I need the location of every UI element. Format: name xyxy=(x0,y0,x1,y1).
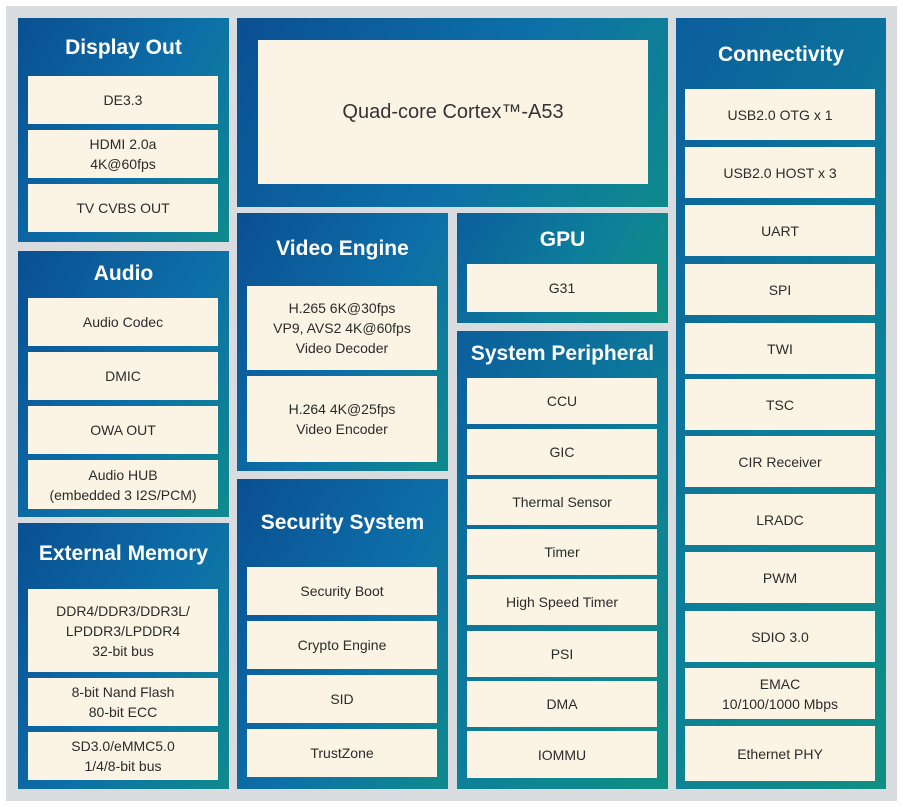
audio-item: Audio HUB (embedded 3 I2S/PCM) xyxy=(28,460,218,509)
system-peripheral-item: CCU xyxy=(467,378,657,424)
connectivity-block: Connectivity USB2.0 OTG x 1 USB2.0 HOST … xyxy=(676,18,886,789)
audio-item: OWA OUT xyxy=(28,406,218,454)
system-peripheral-title: System Peripheral xyxy=(470,342,655,365)
video-engine-item: H.265 6K@30fps VP9, AVS2 4K@60fps Video … xyxy=(247,286,437,370)
connectivity-item: SPI xyxy=(685,264,875,315)
gpu-title: GPU xyxy=(539,228,586,251)
video-engine-block: Video Engine H.265 6K@30fps VP9, AVS2 4K… xyxy=(237,213,448,471)
connectivity-item: EMAC 10/100/1000 Mbps xyxy=(685,668,875,719)
external-memory-title: External Memory xyxy=(38,542,209,565)
display-out-item: HDMI 2.0a 4K@60fps xyxy=(28,130,218,178)
external-memory-item: 8-bit Nand Flash 80-bit ECC xyxy=(28,678,218,726)
connectivity-item: CIR Receiver xyxy=(685,436,875,487)
external-memory-item: SD3.0/eMMC5.0 1/4/8-bit bus xyxy=(28,732,218,780)
connectivity-item: TWI xyxy=(685,323,875,374)
audio-title: Audio xyxy=(93,262,154,285)
security-system-title: Security System xyxy=(260,511,425,534)
external-memory-item: DDR4/DDR3/DDR3L/ LPDDR3/LPDDR4 32-bit bu… xyxy=(28,589,218,672)
system-peripheral-item: PSI xyxy=(467,631,657,677)
display-out-item: TV CVBS OUT xyxy=(28,184,218,232)
security-system-item: TrustZone xyxy=(247,729,437,777)
cpu-block: Quad-core Cortex™-A53 xyxy=(237,18,668,207)
audio-block: Audio Audio Codec DMIC OWA OUT Audio HUB… xyxy=(18,251,229,517)
display-out-item: DE3.3 xyxy=(28,76,218,124)
audio-item: DMIC xyxy=(28,352,218,400)
cpu-label: Quad-core Cortex™-A53 xyxy=(258,40,648,184)
display-out-block: Display Out DE3.3 HDMI 2.0a 4K@60fps TV … xyxy=(18,18,229,242)
connectivity-item: TSC xyxy=(685,379,875,430)
connectivity-item: Ethernet PHY xyxy=(685,726,875,781)
security-system-item: Crypto Engine xyxy=(247,621,437,669)
display-out-title: Display Out xyxy=(65,36,182,59)
video-engine-item: H.264 4K@25fps Video Encoder xyxy=(247,376,437,462)
system-peripheral-item: High Speed Timer xyxy=(467,579,657,625)
system-peripheral-item: Thermal Sensor xyxy=(467,479,657,525)
video-engine-title: Video Engine xyxy=(276,237,409,260)
external-memory-block: External Memory DDR4/DDR3/DDR3L/ LPDDR3/… xyxy=(18,523,229,789)
connectivity-item: UART xyxy=(685,205,875,256)
security-system-item: Security Boot xyxy=(247,567,437,615)
security-system-block: Security System Security Boot Crypto Eng… xyxy=(237,479,448,789)
connectivity-title: Connectivity xyxy=(717,43,845,66)
security-system-item: SID xyxy=(247,675,437,723)
system-peripheral-block: System Peripheral CCU GIC Thermal Sensor… xyxy=(457,331,668,789)
system-peripheral-item: DMA xyxy=(467,681,657,727)
audio-item: Audio Codec xyxy=(28,298,218,346)
gpu-item: G31 xyxy=(467,264,657,312)
connectivity-item: SDIO 3.0 xyxy=(685,611,875,662)
connectivity-item: USB2.0 OTG x 1 xyxy=(685,89,875,140)
system-peripheral-item: Timer xyxy=(467,529,657,575)
connectivity-item: LRADC xyxy=(685,494,875,545)
system-peripheral-item: IOMMU xyxy=(467,731,657,778)
system-peripheral-item: GIC xyxy=(467,429,657,475)
connectivity-item: USB2.0 HOST x 3 xyxy=(685,147,875,198)
gpu-block: GPU G31 xyxy=(457,213,668,323)
connectivity-item: PWM xyxy=(685,552,875,603)
